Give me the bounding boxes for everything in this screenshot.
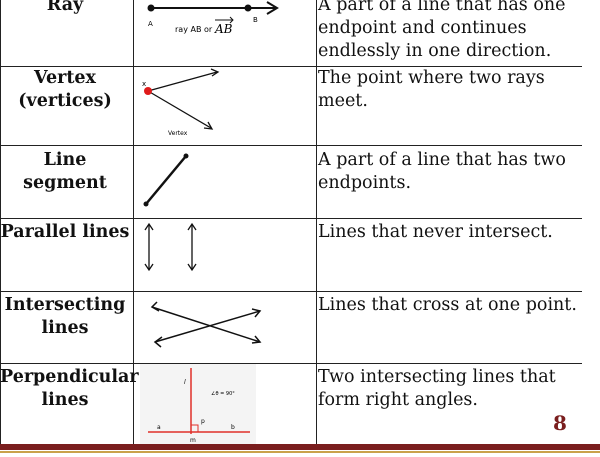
desc-line: endlessly in one direction.	[318, 41, 552, 61]
desc-line: form right angles.	[318, 390, 478, 410]
ray-notation: AB	[214, 22, 233, 36]
vertex-point-label: x	[142, 80, 146, 88]
term-text: Line segment	[23, 150, 107, 193]
vocabulary-table: Ray A B ray AB or AB A part of a line th…	[0, 0, 582, 444]
label-p: p	[201, 418, 205, 425]
term-parallel-lines: Parallel lines	[0, 221, 130, 244]
desc-ray: A part of a line that has one endpoint a…	[318, 0, 580, 63]
desc-line: A part of a line that has one	[318, 0, 566, 15]
desc-line: Two intersecting lines that	[318, 367, 556, 387]
term-text: Intersecting	[4, 295, 126, 315]
table-row-vertex: Vertex (vertices) x Vertex The point whe…	[0, 67, 582, 146]
vertex-figure: x Vertex	[135, 67, 315, 145]
desc-line: meet.	[318, 91, 368, 111]
desc-perpendicular-lines: Two intersecting lines that form right a…	[318, 366, 580, 412]
term-vertex: Vertex (vertices)	[0, 67, 130, 113]
term-text: Perpendicular	[0, 367, 139, 387]
desc-line: endpoints.	[318, 173, 412, 193]
term-perpendicular-lines: Perpendicular lines	[0, 366, 139, 412]
desc-line: endpoint and continues	[318, 18, 527, 38]
label-a: a	[157, 424, 161, 431]
parallel-lines-figure	[135, 219, 315, 291]
line-segment-figure	[135, 146, 315, 218]
desc-vertex: The point where two rays meet.	[318, 67, 580, 113]
desc-intersecting-lines: Lines that cross at one point.	[318, 294, 580, 317]
point-a-label: A	[148, 20, 153, 28]
term-text: lines	[41, 390, 89, 410]
footer-gold-line	[0, 451, 600, 453]
desc-parallel-lines: Lines that never intersect.	[318, 221, 580, 244]
point-b-label: B	[253, 16, 258, 24]
footer-bar	[0, 444, 600, 450]
term-ray: Ray	[0, 0, 130, 17]
label-l: l	[184, 379, 186, 386]
desc-line: Lines that cross at one point.	[318, 295, 577, 315]
desc-line-segment: A part of a line that has two endpoints.	[318, 149, 580, 195]
table-column-divider-2	[316, 0, 317, 444]
page-number: 8	[553, 411, 567, 435]
term-text: (vertices)	[18, 91, 112, 111]
table-row-perpendicular-lines: Perpendicular lines l ∠θ = 90° p a b m T…	[0, 364, 582, 444]
table-row-line-segment: Line segment A part of a line that has t…	[0, 146, 582, 219]
desc-line: The point where two rays	[318, 68, 545, 88]
term-text: Ray	[46, 0, 84, 15]
table-column-divider-1	[133, 0, 134, 444]
term-text: Parallel lines	[0, 222, 130, 242]
label-angle: ∠θ = 90°	[211, 391, 235, 397]
term-text: lines	[41, 318, 89, 338]
table-row-ray: Ray A B ray AB or AB A part of a line th…	[0, 0, 582, 67]
label-m: m	[190, 437, 196, 444]
term-text: Vertex	[34, 68, 96, 88]
vertex-caption: Vertex	[168, 130, 188, 137]
term-line-segment: Line segment	[0, 149, 130, 195]
desc-line: Lines that never intersect.	[318, 222, 553, 242]
table-row-intersecting-lines: Intersecting lines Lines that cross at o…	[0, 292, 582, 364]
table-left-border	[0, 0, 1, 444]
desc-line: A part of a line that has two	[318, 150, 566, 170]
table-row-parallel-lines: Parallel lines Lines that never intersec…	[0, 219, 582, 292]
ray-figure: A B ray AB or AB	[135, 0, 315, 66]
term-intersecting-lines: Intersecting lines	[0, 294, 130, 340]
label-b: b	[231, 424, 235, 431]
ray-caption: ray AB or	[175, 25, 213, 34]
perpendicular-lines-figure: l ∠θ = 90° p a b m	[140, 364, 256, 444]
intersecting-lines-figure	[135, 292, 315, 363]
